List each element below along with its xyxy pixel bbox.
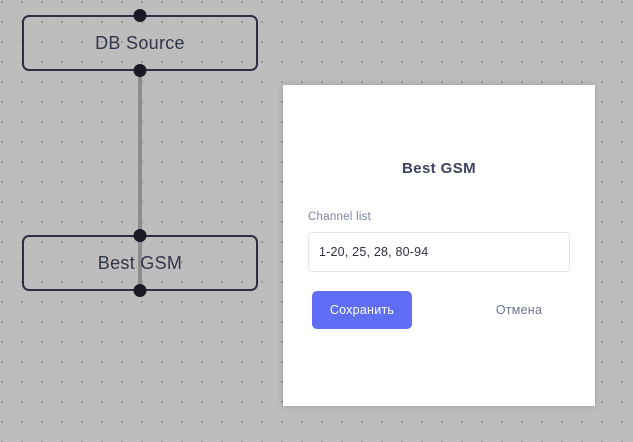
channel-list-label: Channel list xyxy=(308,211,372,223)
port-input-icon[interactable] xyxy=(133,229,147,242)
node-settings-panel: Best GSM Channel list Сохранить Отмена xyxy=(283,85,595,406)
flow-node-db-source[interactable]: DB Source xyxy=(22,9,258,77)
flow-edge-db-source-to-best-gsm[interactable] xyxy=(138,68,142,290)
flow-node-best-gsm[interactable]: Best GSM xyxy=(22,229,258,297)
flow-node-label: Best GSM xyxy=(97,252,183,273)
cancel-button[interactable]: Отмена xyxy=(495,303,543,317)
port-output-icon[interactable] xyxy=(133,64,147,77)
port-output-icon[interactable] xyxy=(133,284,147,297)
port-input-icon[interactable] xyxy=(133,9,147,22)
flow-node-label: DB Source xyxy=(95,32,185,53)
save-button[interactable]: Сохранить xyxy=(312,291,412,329)
panel-title: Best GSM xyxy=(401,160,477,177)
channel-list-input[interactable] xyxy=(308,232,570,272)
